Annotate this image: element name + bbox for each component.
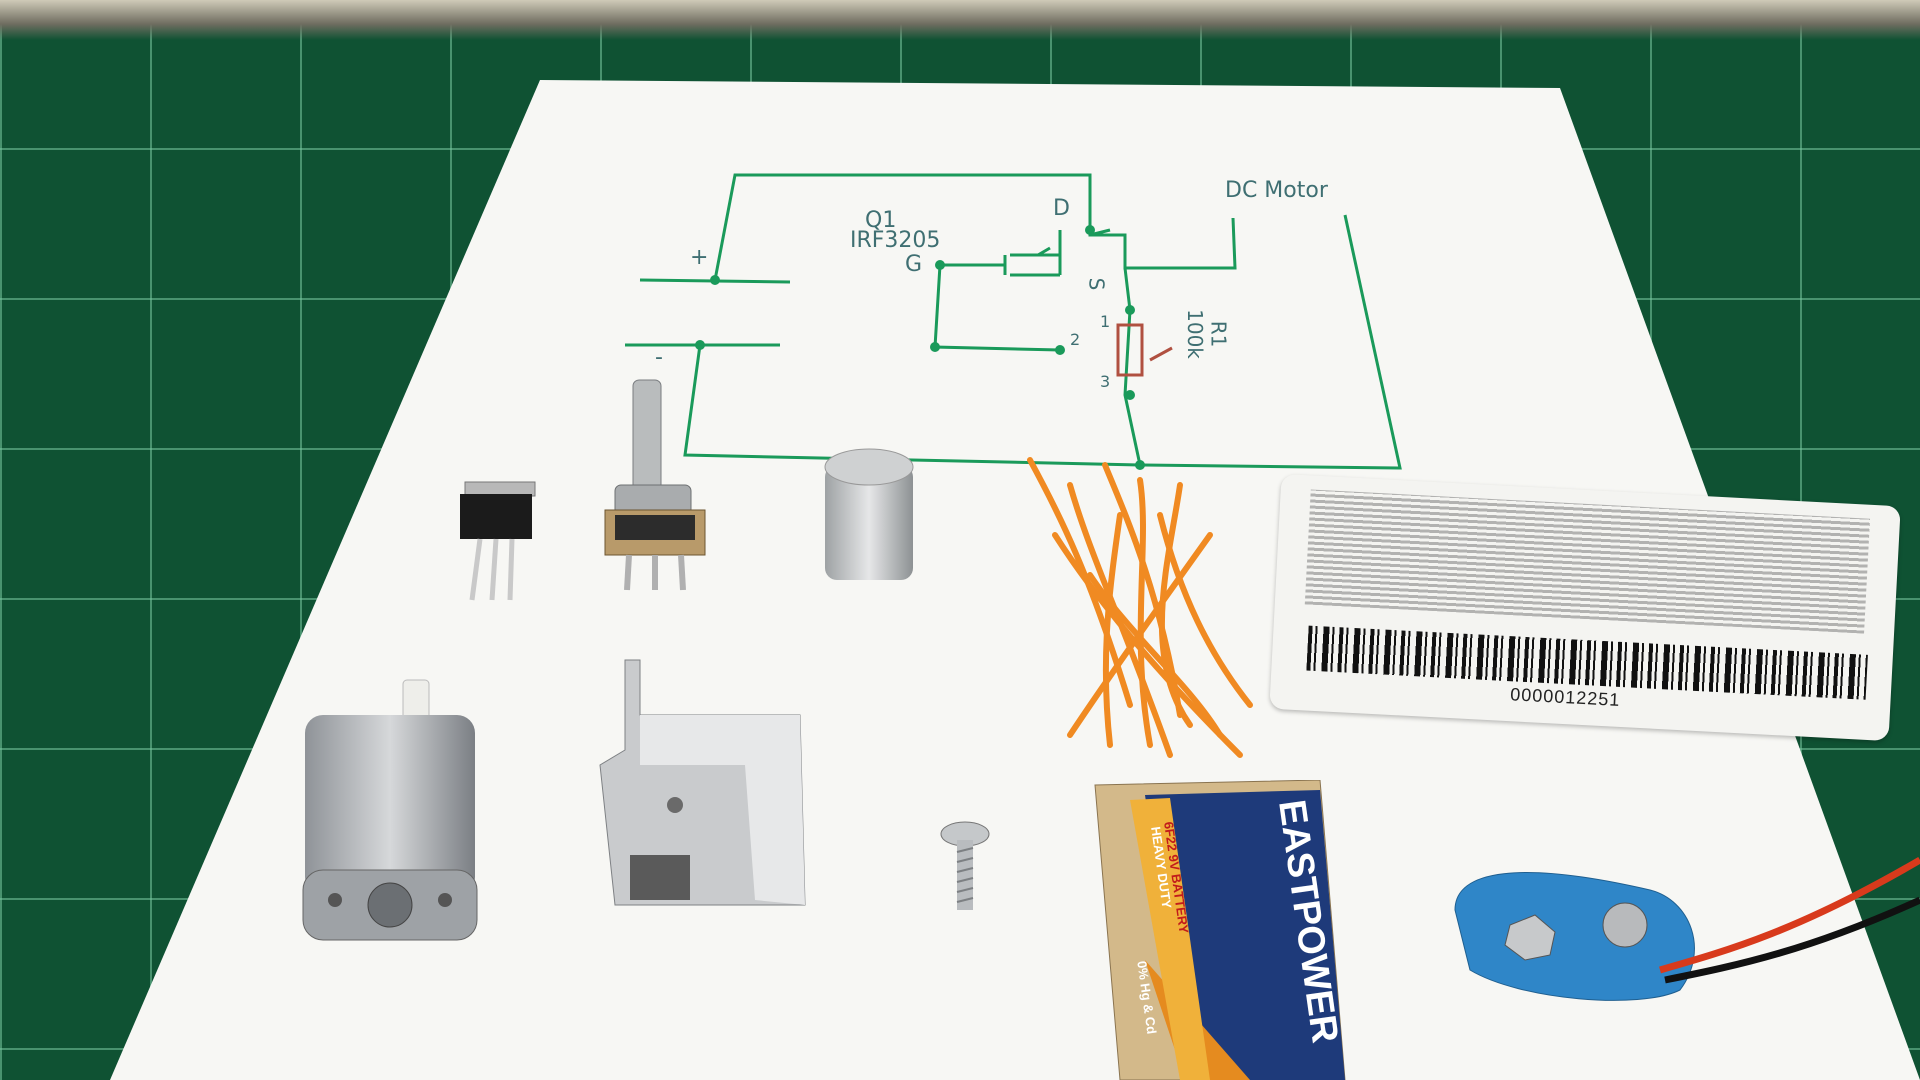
r1-label: R1	[1206, 320, 1231, 348]
mosfet-transistor	[460, 481, 536, 601]
plus-terminal-label: +	[690, 245, 709, 270]
9v-battery	[1094, 780, 1346, 1080]
potentiometer	[604, 379, 706, 591]
heat-sink-bracket	[599, 659, 806, 906]
screw	[940, 821, 990, 910]
aluminum-knob	[824, 448, 914, 580]
orange-wires	[1027, 457, 1253, 758]
pin-3-label: 3	[1100, 372, 1111, 391]
card-number: 0000012251	[1509, 684, 1621, 710]
pin-g-label: G	[905, 252, 923, 277]
pin-1-label: 1	[1100, 312, 1111, 331]
pin-d-label: D	[1053, 196, 1070, 221]
pin-2-label: 2	[1070, 330, 1081, 349]
barcode-card: 0000012251	[1269, 473, 1901, 742]
dc-motor	[302, 679, 478, 941]
mosfet-part-label: IRF3205	[850, 228, 941, 253]
r1-value-label: 100k	[1182, 309, 1207, 359]
battery-clip	[1454, 856, 1920, 1001]
q1-label: Q1	[865, 208, 897, 233]
card-fine-print	[1304, 489, 1871, 634]
background-object	[0, 0, 1920, 40]
dc-motor-label: DC Motor	[1225, 178, 1328, 203]
minus-terminal-label: -	[655, 345, 663, 370]
pin-s-label: S	[1084, 277, 1109, 291]
